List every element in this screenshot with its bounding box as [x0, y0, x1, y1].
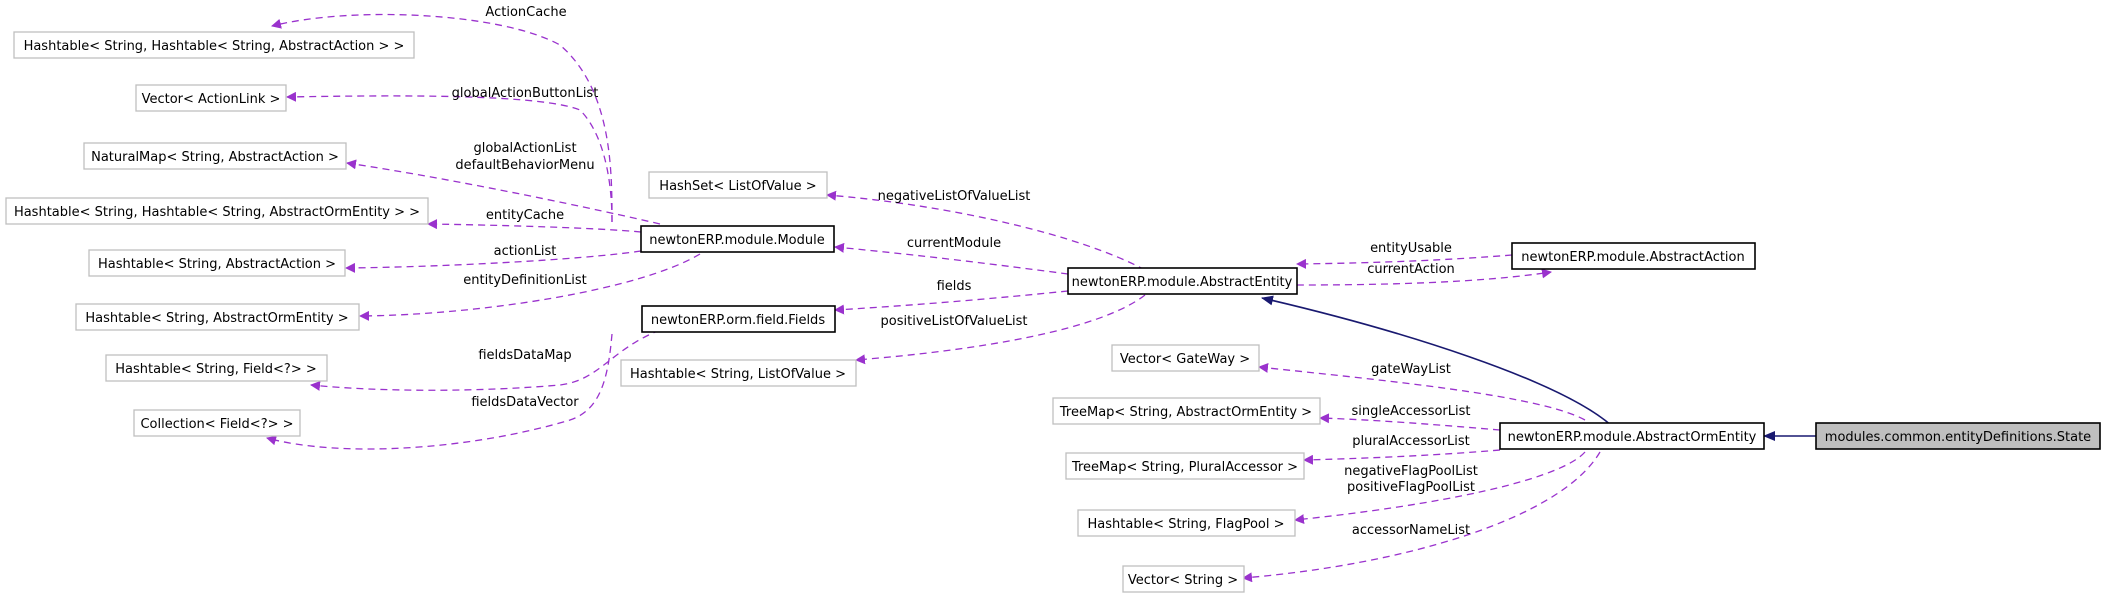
- node-hashtable-flagpool[interactable]: Hashtable< String, FlagPool >: [1077, 509, 1296, 537]
- edge-fields-data-map: [310, 329, 661, 391]
- node-label: Hashtable< String, Hashtable< String, Ab…: [14, 205, 420, 220]
- node-label: Vector< String >: [1128, 573, 1238, 588]
- edge-label-negative-flag-pool-list: negativeFlagPoolList: [1344, 464, 1478, 479]
- node-hashtable-action-cache[interactable]: Hashtable< String, Hashtable< String, Ab…: [13, 31, 415, 59]
- node-abstract-entity[interactable]: newtonERP.module.AbstractEntity: [1067, 267, 1298, 295]
- node-hashtable-action-list[interactable]: Hashtable< String, AbstractAction >: [88, 249, 346, 277]
- edge-label-plural-accessor-list: pluralAccessorList: [1352, 434, 1470, 449]
- edge-label-entity-cache: entityCache: [486, 208, 564, 223]
- node-state[interactable]: modules.common.entityDefinitions.State: [1815, 422, 2101, 450]
- edge-label-gate-way-list: gateWayList: [1371, 362, 1451, 377]
- edge-label-entity-usable: entityUsable: [1370, 241, 1452, 256]
- edge-label-action-cache: ActionCache: [485, 5, 566, 20]
- node-label: Hashtable< String, Field<?> >: [115, 362, 316, 377]
- edge-global-action-list: [346, 159, 661, 225]
- edge-label-global-action-list: globalActionList: [473, 141, 576, 156]
- edge-negative-list-of-value-list: [826, 190, 1146, 271]
- node-abstract-action[interactable]: newtonERP.module.AbstractAction: [1511, 242, 1756, 270]
- edge-label-fields-data-vector: fieldsDataVector: [471, 395, 579, 410]
- edge-inherit-orm-to-entity: [1261, 295, 1613, 427]
- node-label: modules.common.entityDefinitions.State: [1825, 430, 2091, 445]
- edge-label-fields: fields: [937, 279, 972, 294]
- edge-label-current-module: currentModule: [907, 236, 1001, 251]
- node-label: Collection< Field<?> >: [140, 417, 293, 432]
- edge-fields: [834, 290, 1069, 315]
- node-treemap-plural[interactable]: TreeMap< String, PluralAccessor >: [1065, 452, 1305, 480]
- node-label: Vector< GateWay >: [1120, 352, 1250, 367]
- edge-action-cache: [271, 13, 613, 223]
- node-hashtable-entity-cache[interactable]: Hashtable< String, Hashtable< String, Ab…: [5, 197, 429, 225]
- edge-label-fields-data-map: fieldsDataMap: [478, 348, 571, 363]
- node-treemap-orm-entity[interactable]: TreeMap< String, AbstractOrmEntity >: [1052, 397, 1321, 425]
- node-hashset-lov[interactable]: HashSet< ListOfValue >: [648, 171, 828, 199]
- edge-entity-cache: [427, 219, 642, 233]
- node-label: newtonERP.module.AbstractAction: [1521, 250, 1745, 265]
- node-label: Hashtable< String, AbstractAction >: [98, 257, 336, 272]
- node-label: TreeMap< String, AbstractOrmEntity >: [1059, 405, 1312, 420]
- node-hashtable-lov[interactable]: Hashtable< String, ListOfValue >: [620, 359, 857, 387]
- node-module[interactable]: newtonERP.module.Module: [640, 225, 835, 253]
- node-label: newtonERP.orm.field.Fields: [651, 313, 825, 328]
- node-vector-action-link[interactable]: Vector< ActionLink >: [135, 84, 287, 112]
- node-hashtable-field[interactable]: Hashtable< String, Field<?> >: [105, 354, 328, 382]
- usage-edges: [266, 13, 1601, 583]
- node-label: newtonERP.module.AbstractEntity: [1072, 275, 1293, 290]
- edge-label-entity-definition-list: entityDefinitionList: [463, 273, 586, 288]
- inheritance-edges: [1261, 295, 1816, 441]
- edge-label-accessor-name-list: accessorNameList: [1352, 523, 1470, 538]
- edge-flag-pool-list: [1294, 451, 1586, 525]
- node-label: Hashtable< String, ListOfValue >: [630, 367, 846, 382]
- node-vector-string[interactable]: Vector< String >: [1122, 565, 1245, 593]
- edge-positive-list-of-value-list: [855, 294, 1146, 365]
- edge-plural-accessor-list: [1303, 449, 1501, 465]
- edge-entity-usable: [1296, 254, 1513, 269]
- edge-label-current-action: currentAction: [1367, 262, 1455, 277]
- node-label: TreeMap< String, PluralAccessor >: [1071, 460, 1298, 475]
- edge-fields-data-vector: [266, 333, 613, 450]
- node-abstract-orm-entity[interactable]: newtonERP.module.AbstractOrmEntity: [1499, 422, 1765, 450]
- edge-label-single-accessor-list: singleAccessorList: [1351, 404, 1470, 419]
- node-label: Vector< ActionLink >: [142, 92, 281, 107]
- edge-label-default-behavior-menu: defaultBehaviorMenu: [455, 158, 594, 173]
- edge-accessor-name-list: [1242, 451, 1601, 583]
- edge-label-positive-list-of-value-list: positiveListOfValueList: [881, 314, 1028, 329]
- node-label: Hashtable< String, AbstractOrmEntity >: [85, 311, 348, 326]
- node-label: newtonERP.module.AbstractOrmEntity: [1508, 430, 1757, 445]
- edge-label-global-action-button-list: globalActionButtonList: [452, 86, 599, 101]
- edge-global-action-button-list: [286, 91, 613, 223]
- node-label: NaturalMap< String, AbstractAction >: [91, 150, 339, 165]
- edge-label-action-list: actionList: [494, 244, 557, 259]
- node-label: Hashtable< String, Hashtable< String, Ab…: [24, 39, 405, 54]
- edge-current-module: [834, 242, 1069, 275]
- node-naturalmap-action[interactable]: NaturalMap< String, AbstractAction >: [83, 142, 347, 170]
- node-label: HashSet< ListOfValue >: [659, 179, 816, 194]
- edge-labels: ActionCache globalActionButtonList globa…: [452, 5, 1478, 538]
- node-collection-field[interactable]: Collection< Field<?> >: [133, 409, 301, 437]
- edge-single-accessor-list: [1319, 413, 1501, 431]
- edge-gate-way-list: [1258, 362, 1586, 421]
- node-fields[interactable]: newtonERP.orm.field.Fields: [641, 305, 836, 333]
- node-vector-gateway[interactable]: Vector< GateWay >: [1111, 344, 1260, 372]
- node-label: Hashtable< String, FlagPool >: [1088, 517, 1285, 532]
- edge-label-positive-flag-pool-list: positiveFlagPoolList: [1347, 480, 1475, 495]
- node-label: newtonERP.module.Module: [649, 233, 824, 248]
- edge-label-negative-list-of-value-list: negativeListOfValueList: [878, 189, 1031, 204]
- node-hashtable-entity-def[interactable]: Hashtable< String, AbstractOrmEntity >: [75, 303, 360, 331]
- edge-action-list: [345, 250, 642, 273]
